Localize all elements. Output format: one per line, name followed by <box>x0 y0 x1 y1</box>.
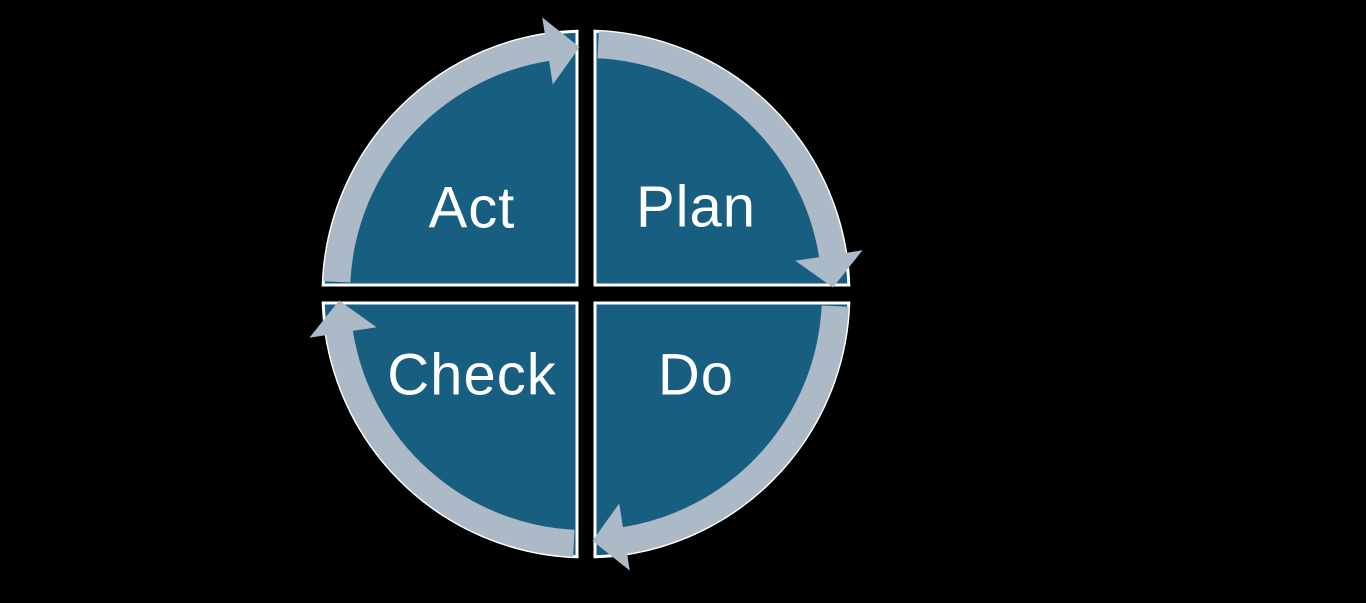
quadrant-check: Check <box>309 300 579 559</box>
check-to-act-arrow-icon <box>309 300 575 557</box>
quadrant-act: Act <box>321 17 580 287</box>
check-label: Check <box>387 343 556 408</box>
plan-to-do-arrow-icon <box>597 31 863 288</box>
do-label: Do <box>658 343 734 408</box>
quadrant-plan: Plan <box>593 29 863 288</box>
quadrant-do: Do <box>592 301 851 571</box>
do-to-check-arrow-icon <box>592 305 849 571</box>
act-label: Act <box>429 176 516 241</box>
act-to-plan-arrow-icon <box>323 17 580 283</box>
plan-label: Plan <box>636 175 756 240</box>
